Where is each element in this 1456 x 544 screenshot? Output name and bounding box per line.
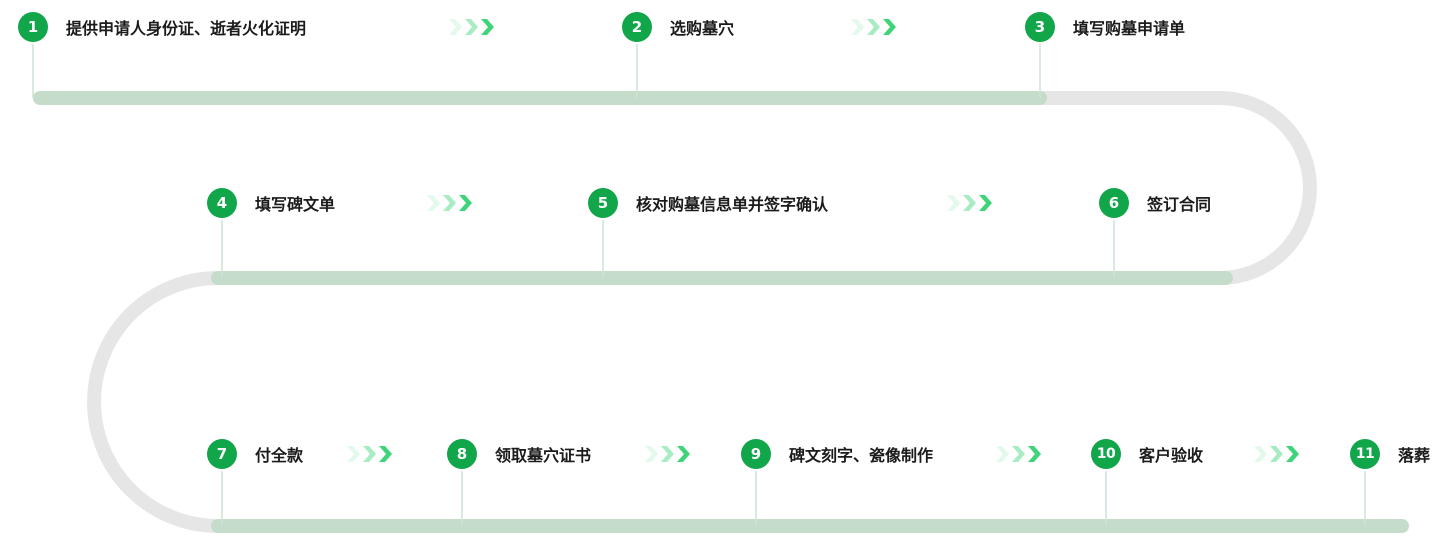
step-number-badge: 9 bbox=[741, 439, 771, 469]
step-number-badge: 8 bbox=[447, 439, 477, 469]
chevron-right-icon bbox=[996, 446, 1009, 462]
step-number-badge: 1 bbox=[18, 12, 48, 42]
step-label: 选购墓穴 bbox=[670, 19, 735, 38]
step-7: 7 付全款 bbox=[207, 439, 303, 469]
chevron-arrows-icon bbox=[645, 439, 694, 469]
step-label: 填写碑文单 bbox=[255, 195, 336, 214]
step-5: 5 核对购墓信息单并签字确认 bbox=[588, 188, 828, 218]
chevron-right-icon bbox=[1254, 446, 1267, 462]
step-label: 领取墓穴证书 bbox=[495, 446, 592, 465]
chevron-arrows-icon bbox=[947, 188, 996, 218]
chevron-right-icon bbox=[851, 19, 864, 35]
step-number-badge: 4 bbox=[207, 188, 237, 218]
chevron-right-icon bbox=[1286, 446, 1299, 462]
step-10: 10 客户验收 bbox=[1091, 439, 1203, 469]
step-number-badge: 5 bbox=[588, 188, 618, 218]
chevron-right-icon bbox=[449, 19, 462, 35]
chevron-right-icon bbox=[661, 446, 674, 462]
chevron-right-icon bbox=[963, 195, 976, 211]
step-2: 2 选购墓穴 bbox=[622, 12, 734, 42]
chevron-arrows-icon bbox=[449, 12, 498, 42]
chevron-right-icon bbox=[1028, 446, 1041, 462]
chevron-right-icon bbox=[947, 195, 960, 211]
step-label: 填写购墓申请单 bbox=[1073, 19, 1186, 38]
step-label: 核对购墓信息单并签字确认 bbox=[636, 195, 829, 214]
step-number-badge: 3 bbox=[1025, 12, 1055, 42]
chevron-right-icon bbox=[1270, 446, 1283, 462]
chevron-right-icon bbox=[363, 446, 376, 462]
step-11: 11 落葬 bbox=[1350, 439, 1430, 469]
track-curve-right bbox=[1033, 91, 1317, 285]
step-8: 8 领取墓穴证书 bbox=[447, 439, 591, 469]
step-4: 4 填写碑文单 bbox=[207, 188, 335, 218]
step-number-badge: 2 bbox=[622, 12, 652, 42]
chevron-right-icon bbox=[379, 446, 392, 462]
step-number-badge: 10 bbox=[1091, 439, 1121, 469]
chevron-right-icon bbox=[481, 19, 494, 35]
chevron-arrows-icon bbox=[996, 439, 1045, 469]
chevron-right-icon bbox=[1012, 446, 1025, 462]
step-1: 1 提供申请人身份证、逝者火化证明 bbox=[18, 12, 306, 42]
chevron-arrows-icon bbox=[851, 12, 900, 42]
chevron-right-icon bbox=[645, 446, 658, 462]
chevron-right-icon bbox=[347, 446, 360, 462]
step-9: 9 碑文刻字、瓷像制作 bbox=[741, 439, 933, 469]
chevron-arrows-icon bbox=[427, 188, 476, 218]
track-curve-left bbox=[87, 271, 225, 533]
step-6: 6 签订合同 bbox=[1099, 188, 1211, 218]
step-label: 碑文刻字、瓷像制作 bbox=[789, 446, 934, 465]
step-label: 签订合同 bbox=[1147, 195, 1212, 214]
chevron-right-icon bbox=[465, 19, 478, 35]
chevron-arrows-icon bbox=[1254, 439, 1303, 469]
chevron-right-icon bbox=[979, 195, 992, 211]
step-label: 提供申请人身份证、逝者火化证明 bbox=[66, 19, 307, 38]
step-3: 3 填写购墓申请单 bbox=[1025, 12, 1185, 42]
chevron-right-icon bbox=[883, 19, 896, 35]
chevron-arrows-icon bbox=[347, 439, 396, 469]
chevron-right-icon bbox=[459, 195, 472, 211]
step-label: 落葬 bbox=[1398, 446, 1431, 465]
step-number-badge: 11 bbox=[1350, 439, 1380, 469]
step-number-badge: 7 bbox=[207, 439, 237, 469]
chevron-right-icon bbox=[443, 195, 456, 211]
chevron-right-icon bbox=[867, 19, 880, 35]
chevron-right-icon bbox=[677, 446, 690, 462]
step-label: 付全款 bbox=[255, 446, 304, 465]
step-label: 客户验收 bbox=[1139, 446, 1204, 465]
chevron-right-icon bbox=[427, 195, 440, 211]
step-number-badge: 6 bbox=[1099, 188, 1129, 218]
